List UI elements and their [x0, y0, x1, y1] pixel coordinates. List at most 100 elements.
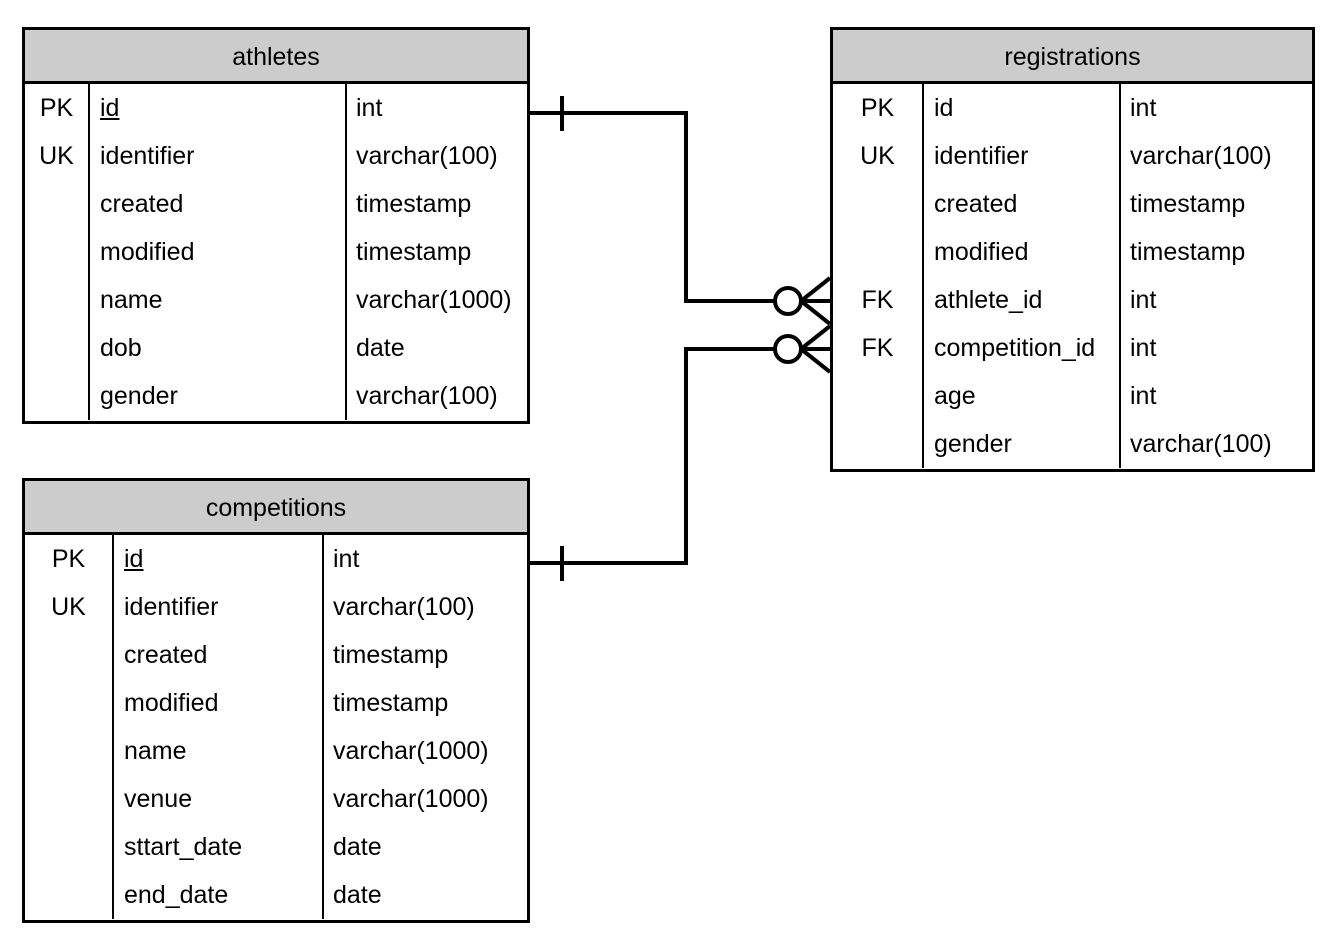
attribute-type: int [1130, 381, 1157, 410]
attribute-type: int [1130, 333, 1157, 362]
entity-title-competitions: competitions [25, 481, 527, 535]
attribute-key-badge [25, 324, 90, 372]
attribute-type: timestamp [1130, 237, 1246, 266]
attribute-type: timestamp [356, 189, 472, 218]
cardinality-many-fork-prong-icon [799, 324, 832, 351]
entity-title-athletes: athletes [25, 30, 527, 84]
relationship-athletes-registrations[interactable] [530, 96, 832, 326]
attribute-row[interactable]: PK id int [25, 535, 527, 583]
attribute-name: athlete_id [923, 276, 1121, 324]
attribute-key-badge: PK [833, 84, 924, 132]
attribute-name: created [113, 631, 324, 679]
attribute-name-text: end_date [124, 880, 229, 909]
attribute-key-badge [25, 228, 90, 276]
attribute-key-badge [833, 420, 924, 468]
relationship-line [530, 111, 775, 303]
attribute-name-text: identifier [934, 141, 1029, 170]
attribute-type: timestamp [1130, 189, 1246, 218]
attribute-type: varchar(100) [1130, 429, 1272, 458]
entity-title-registrations: registrations [833, 30, 1312, 84]
attribute-type: int [1130, 93, 1157, 122]
attribute-name: identifier [113, 583, 324, 631]
cardinality-zero-circle-icon [773, 334, 803, 364]
attribute-row[interactable]: FK competition_id int [833, 324, 1312, 372]
attribute-type: varchar(1000) [333, 736, 489, 765]
relationship-competitions-registrations[interactable] [530, 324, 832, 581]
attribute-name: gender [923, 420, 1121, 468]
attribute-row[interactable]: gender varchar(100) [25, 372, 527, 420]
cardinality-many-fork-prong-icon [799, 347, 832, 374]
attribute-name: age [923, 372, 1121, 420]
attribute-row[interactable]: gender varchar(100) [833, 420, 1312, 468]
attribute-name-text: created [100, 189, 184, 218]
attribute-row[interactable]: created timestamp [25, 180, 527, 228]
attribute-name-text: gender [100, 381, 178, 410]
attribute-row[interactable]: name varchar(1000) [25, 727, 527, 775]
attribute-name: venue [113, 775, 324, 823]
attribute-type: date [333, 832, 382, 861]
attribute-name-text: age [934, 381, 976, 410]
attribute-type: varchar(100) [356, 381, 498, 410]
attribute-name: identifier [923, 132, 1121, 180]
attribute-name-text: modified [100, 237, 195, 266]
attribute-name: id [89, 84, 347, 132]
attribute-key-badge: UK [25, 583, 114, 631]
attribute-row[interactable]: dob date [25, 324, 527, 372]
attribute-name-text: athlete_id [934, 285, 1043, 314]
relationship-line [530, 347, 775, 565]
attribute-type: int [333, 544, 360, 573]
attribute-row[interactable]: modified timestamp [833, 228, 1312, 276]
attribute-name: competition_id [923, 324, 1121, 372]
attribute-name: id [923, 84, 1121, 132]
cardinality-many-fork-prong-icon [799, 299, 832, 326]
attribute-key-badge [833, 228, 924, 276]
attribute-name-text: modified [934, 237, 1029, 266]
attribute-key-badge: PK [25, 535, 114, 583]
attribute-type: varchar(100) [356, 141, 498, 170]
attribute-name: dob [89, 324, 347, 372]
attribute-name-text: competition_id [934, 333, 1096, 362]
attribute-name-text: modified [124, 688, 219, 717]
attribute-name-text: id [124, 544, 144, 573]
attribute-name-text: dob [100, 333, 142, 362]
attribute-type: date [356, 333, 405, 362]
attribute-key-badge: PK [25, 84, 90, 132]
attribute-name-text: name [124, 736, 187, 765]
attribute-type: varchar(100) [333, 592, 475, 621]
attribute-row[interactable]: age int [833, 372, 1312, 420]
attribute-name-text: id [934, 93, 954, 122]
attribute-key-badge [25, 372, 90, 420]
attribute-key-badge [25, 775, 114, 823]
attribute-key-badge [25, 276, 90, 324]
attribute-name-text: sttart_date [124, 832, 243, 861]
attribute-row[interactable]: sttart_date date [25, 823, 527, 871]
attribute-row[interactable]: PK id int [833, 84, 1312, 132]
attribute-type: varchar(100) [1130, 141, 1272, 170]
attribute-key-badge: FK [833, 324, 924, 372]
attribute-key-badge [25, 727, 114, 775]
attribute-name-text: created [124, 640, 208, 669]
attribute-name-text: venue [124, 784, 193, 813]
attribute-name: end_date [113, 871, 324, 919]
attribute-key-badge [25, 180, 90, 228]
attribute-name-text: identifier [100, 141, 195, 170]
